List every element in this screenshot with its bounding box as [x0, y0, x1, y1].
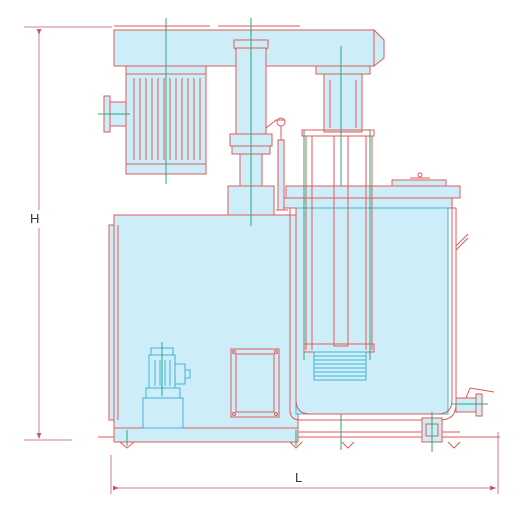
bottom-drain [421, 412, 443, 452]
outlet-valve [452, 387, 495, 417]
length-label: L [295, 470, 302, 485]
height-label: H [30, 211, 39, 226]
hydraulic-unit [142, 342, 191, 429]
motor [98, 18, 207, 184]
lower-cabinet [108, 214, 299, 429]
height-dimension: H [24, 26, 112, 441]
length-dimension: L [110, 432, 499, 494]
access-panel [230, 348, 280, 418]
agitator [301, 129, 375, 381]
central-column [227, 18, 288, 226]
